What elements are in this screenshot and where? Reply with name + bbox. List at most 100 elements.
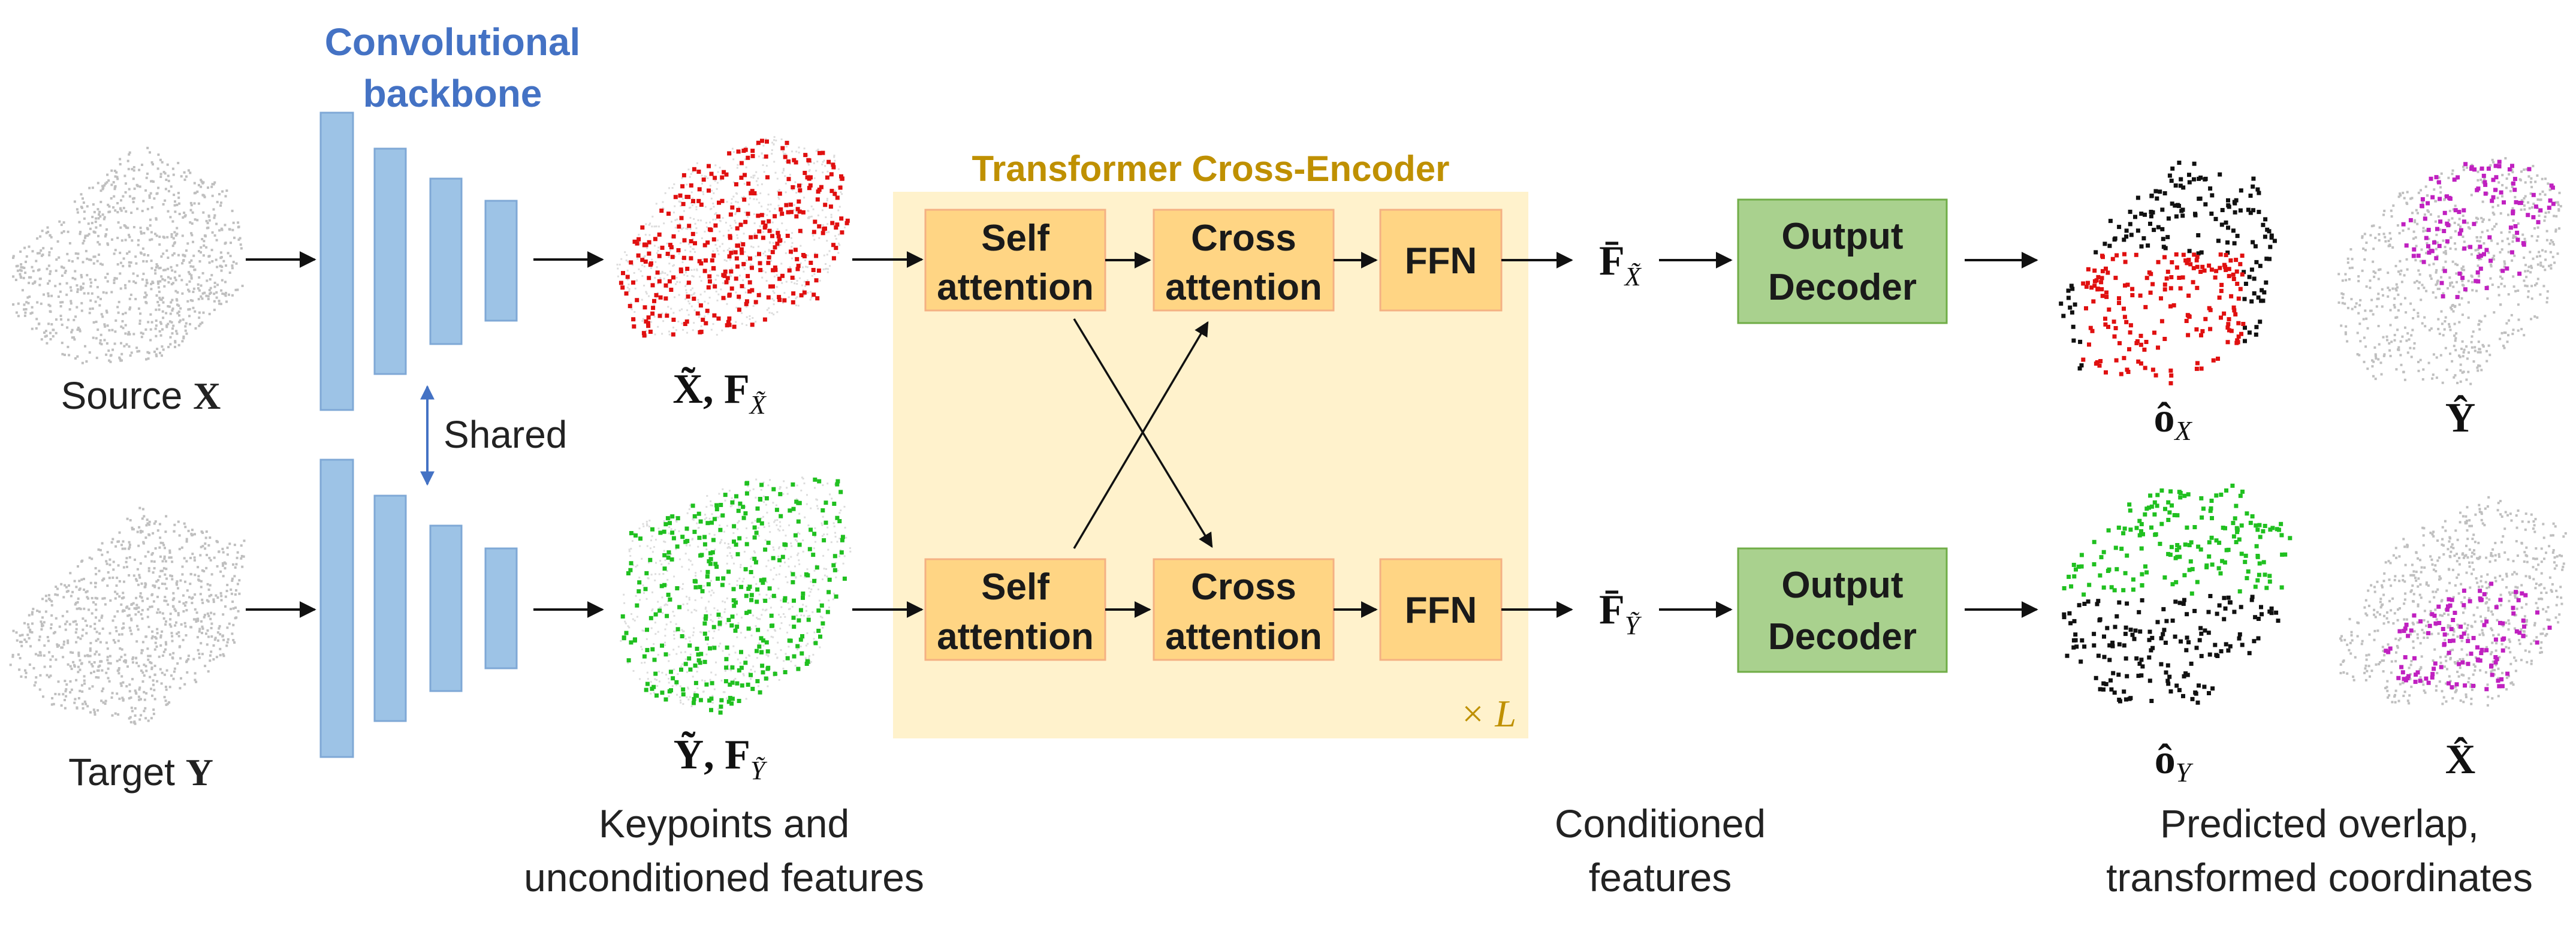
point: [106, 584, 109, 587]
point: [738, 520, 740, 523]
point: [778, 238, 783, 243]
point: [809, 615, 811, 617]
point: [693, 292, 696, 294]
point: [642, 318, 644, 320]
point: [725, 298, 727, 300]
point: [2092, 269, 2097, 273]
point: [2463, 287, 2468, 292]
point: [26, 296, 29, 299]
point: [743, 578, 745, 580]
point: [704, 321, 708, 325]
point: [665, 674, 667, 676]
point: [772, 290, 774, 292]
point: [711, 625, 716, 629]
point: [2459, 380, 2462, 383]
point: [713, 176, 717, 180]
point: [2382, 213, 2385, 216]
point: [137, 239, 140, 242]
point: [79, 233, 82, 236]
point: [221, 292, 224, 295]
point: [93, 670, 95, 673]
point: [2549, 251, 2552, 254]
point: [755, 679, 760, 683]
point: [2428, 328, 2431, 331]
point: [31, 613, 34, 616]
point: [650, 321, 653, 323]
point: [740, 683, 744, 688]
point: [658, 295, 663, 300]
point: [2486, 297, 2489, 300]
point: [2436, 241, 2439, 244]
point: [2524, 181, 2527, 184]
point: [667, 306, 669, 308]
point: [96, 669, 99, 672]
point: [2530, 297, 2533, 300]
point: [799, 277, 801, 279]
point: [232, 623, 235, 626]
point: [776, 285, 778, 288]
point: [710, 500, 712, 502]
point: [187, 654, 190, 657]
point: [73, 338, 76, 341]
point: [780, 606, 783, 608]
point: [651, 306, 656, 310]
point: [687, 698, 690, 701]
point: [137, 606, 140, 609]
point: [2122, 315, 2127, 319]
point: [653, 225, 656, 228]
point: [34, 681, 37, 684]
point: [2341, 301, 2344, 304]
point: [682, 703, 684, 705]
point: [75, 678, 78, 681]
point: [175, 298, 178, 301]
point: [2451, 260, 2454, 263]
point: [164, 573, 167, 576]
point: [802, 604, 804, 606]
point: [2167, 173, 2172, 178]
point: [2444, 316, 2447, 319]
point: [687, 687, 689, 690]
point: [670, 553, 672, 555]
point: [783, 153, 785, 155]
point: [671, 236, 672, 239]
point: [2454, 204, 2457, 207]
point: [179, 319, 182, 322]
point: [704, 258, 708, 263]
point: [140, 613, 143, 616]
point: [2532, 165, 2535, 168]
point: [150, 668, 153, 671]
point: [663, 520, 665, 523]
point: [632, 618, 634, 620]
point: [71, 328, 74, 331]
point: [682, 227, 684, 229]
point: [43, 293, 45, 296]
point: [757, 527, 759, 529]
point: [2095, 360, 2100, 364]
point: [2239, 331, 2243, 336]
point: [43, 644, 46, 647]
point: [181, 565, 184, 568]
point: [2450, 236, 2453, 239]
point: [153, 689, 156, 692]
point: [664, 644, 666, 646]
point: [28, 614, 31, 617]
point: [735, 201, 737, 203]
point: [132, 226, 135, 228]
point: [90, 671, 92, 674]
point: [777, 191, 782, 196]
point: [749, 235, 753, 240]
point: [91, 557, 93, 560]
point: [691, 199, 695, 203]
point: [20, 675, 23, 678]
point: [840, 191, 842, 194]
point: [146, 647, 149, 650]
point: [94, 586, 97, 589]
point: [755, 171, 758, 173]
point: [225, 264, 227, 267]
point: [143, 296, 146, 298]
point: [2478, 348, 2481, 351]
point: [208, 557, 211, 559]
point: [730, 275, 732, 278]
point: [52, 328, 55, 331]
point: [779, 488, 781, 490]
